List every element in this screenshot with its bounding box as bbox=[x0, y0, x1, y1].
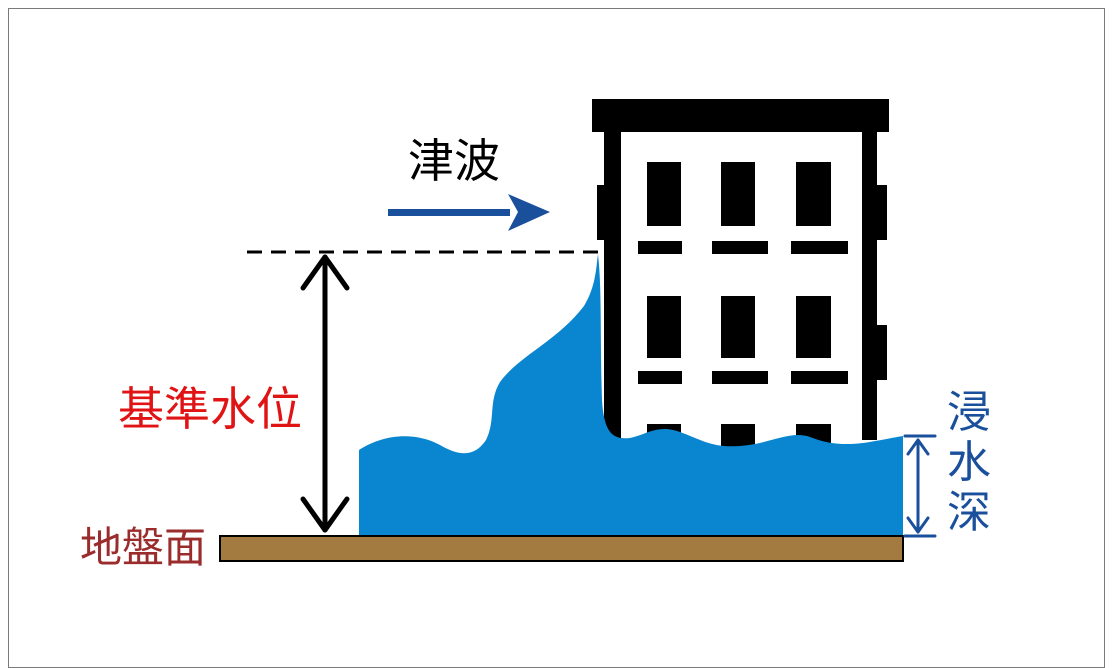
double-headed-vertical-arrow-icon bbox=[300, 254, 350, 533]
building-left-wall bbox=[604, 132, 621, 440]
floor-slab-6 bbox=[791, 371, 848, 384]
right-arrow-icon bbox=[388, 194, 550, 231]
reference-water-level-label: 基準水位 bbox=[118, 382, 302, 436]
floor-slab-5 bbox=[712, 371, 768, 384]
building-roof bbox=[592, 99, 889, 132]
window-6 bbox=[796, 296, 831, 358]
floor-slab-4 bbox=[638, 371, 682, 384]
floor-slab-3 bbox=[791, 241, 848, 254]
tsunami-water bbox=[359, 254, 903, 536]
tsunami-label: 津波 bbox=[408, 134, 500, 188]
window-2 bbox=[721, 162, 755, 226]
ground-surface-label: 地盤面 bbox=[80, 523, 207, 572]
tsunami-diagram bbox=[219, 99, 937, 562]
window-1 bbox=[647, 162, 681, 226]
building-right-ledge-2 bbox=[875, 325, 887, 380]
building-right-ledge-1 bbox=[875, 185, 887, 240]
window-4 bbox=[647, 296, 681, 358]
floor-slab-2 bbox=[712, 241, 768, 254]
depth-double-headed-arrow-icon bbox=[903, 434, 937, 538]
inundation-depth-label: 浸水深 bbox=[947, 387, 991, 538]
ground-surface-bar bbox=[219, 535, 904, 562]
window-5 bbox=[721, 296, 755, 358]
window-3 bbox=[796, 162, 831, 226]
building-right-wall bbox=[862, 132, 877, 440]
building-left-ledge bbox=[597, 185, 607, 240]
building bbox=[592, 99, 889, 454]
floor-slab-1 bbox=[638, 241, 682, 254]
